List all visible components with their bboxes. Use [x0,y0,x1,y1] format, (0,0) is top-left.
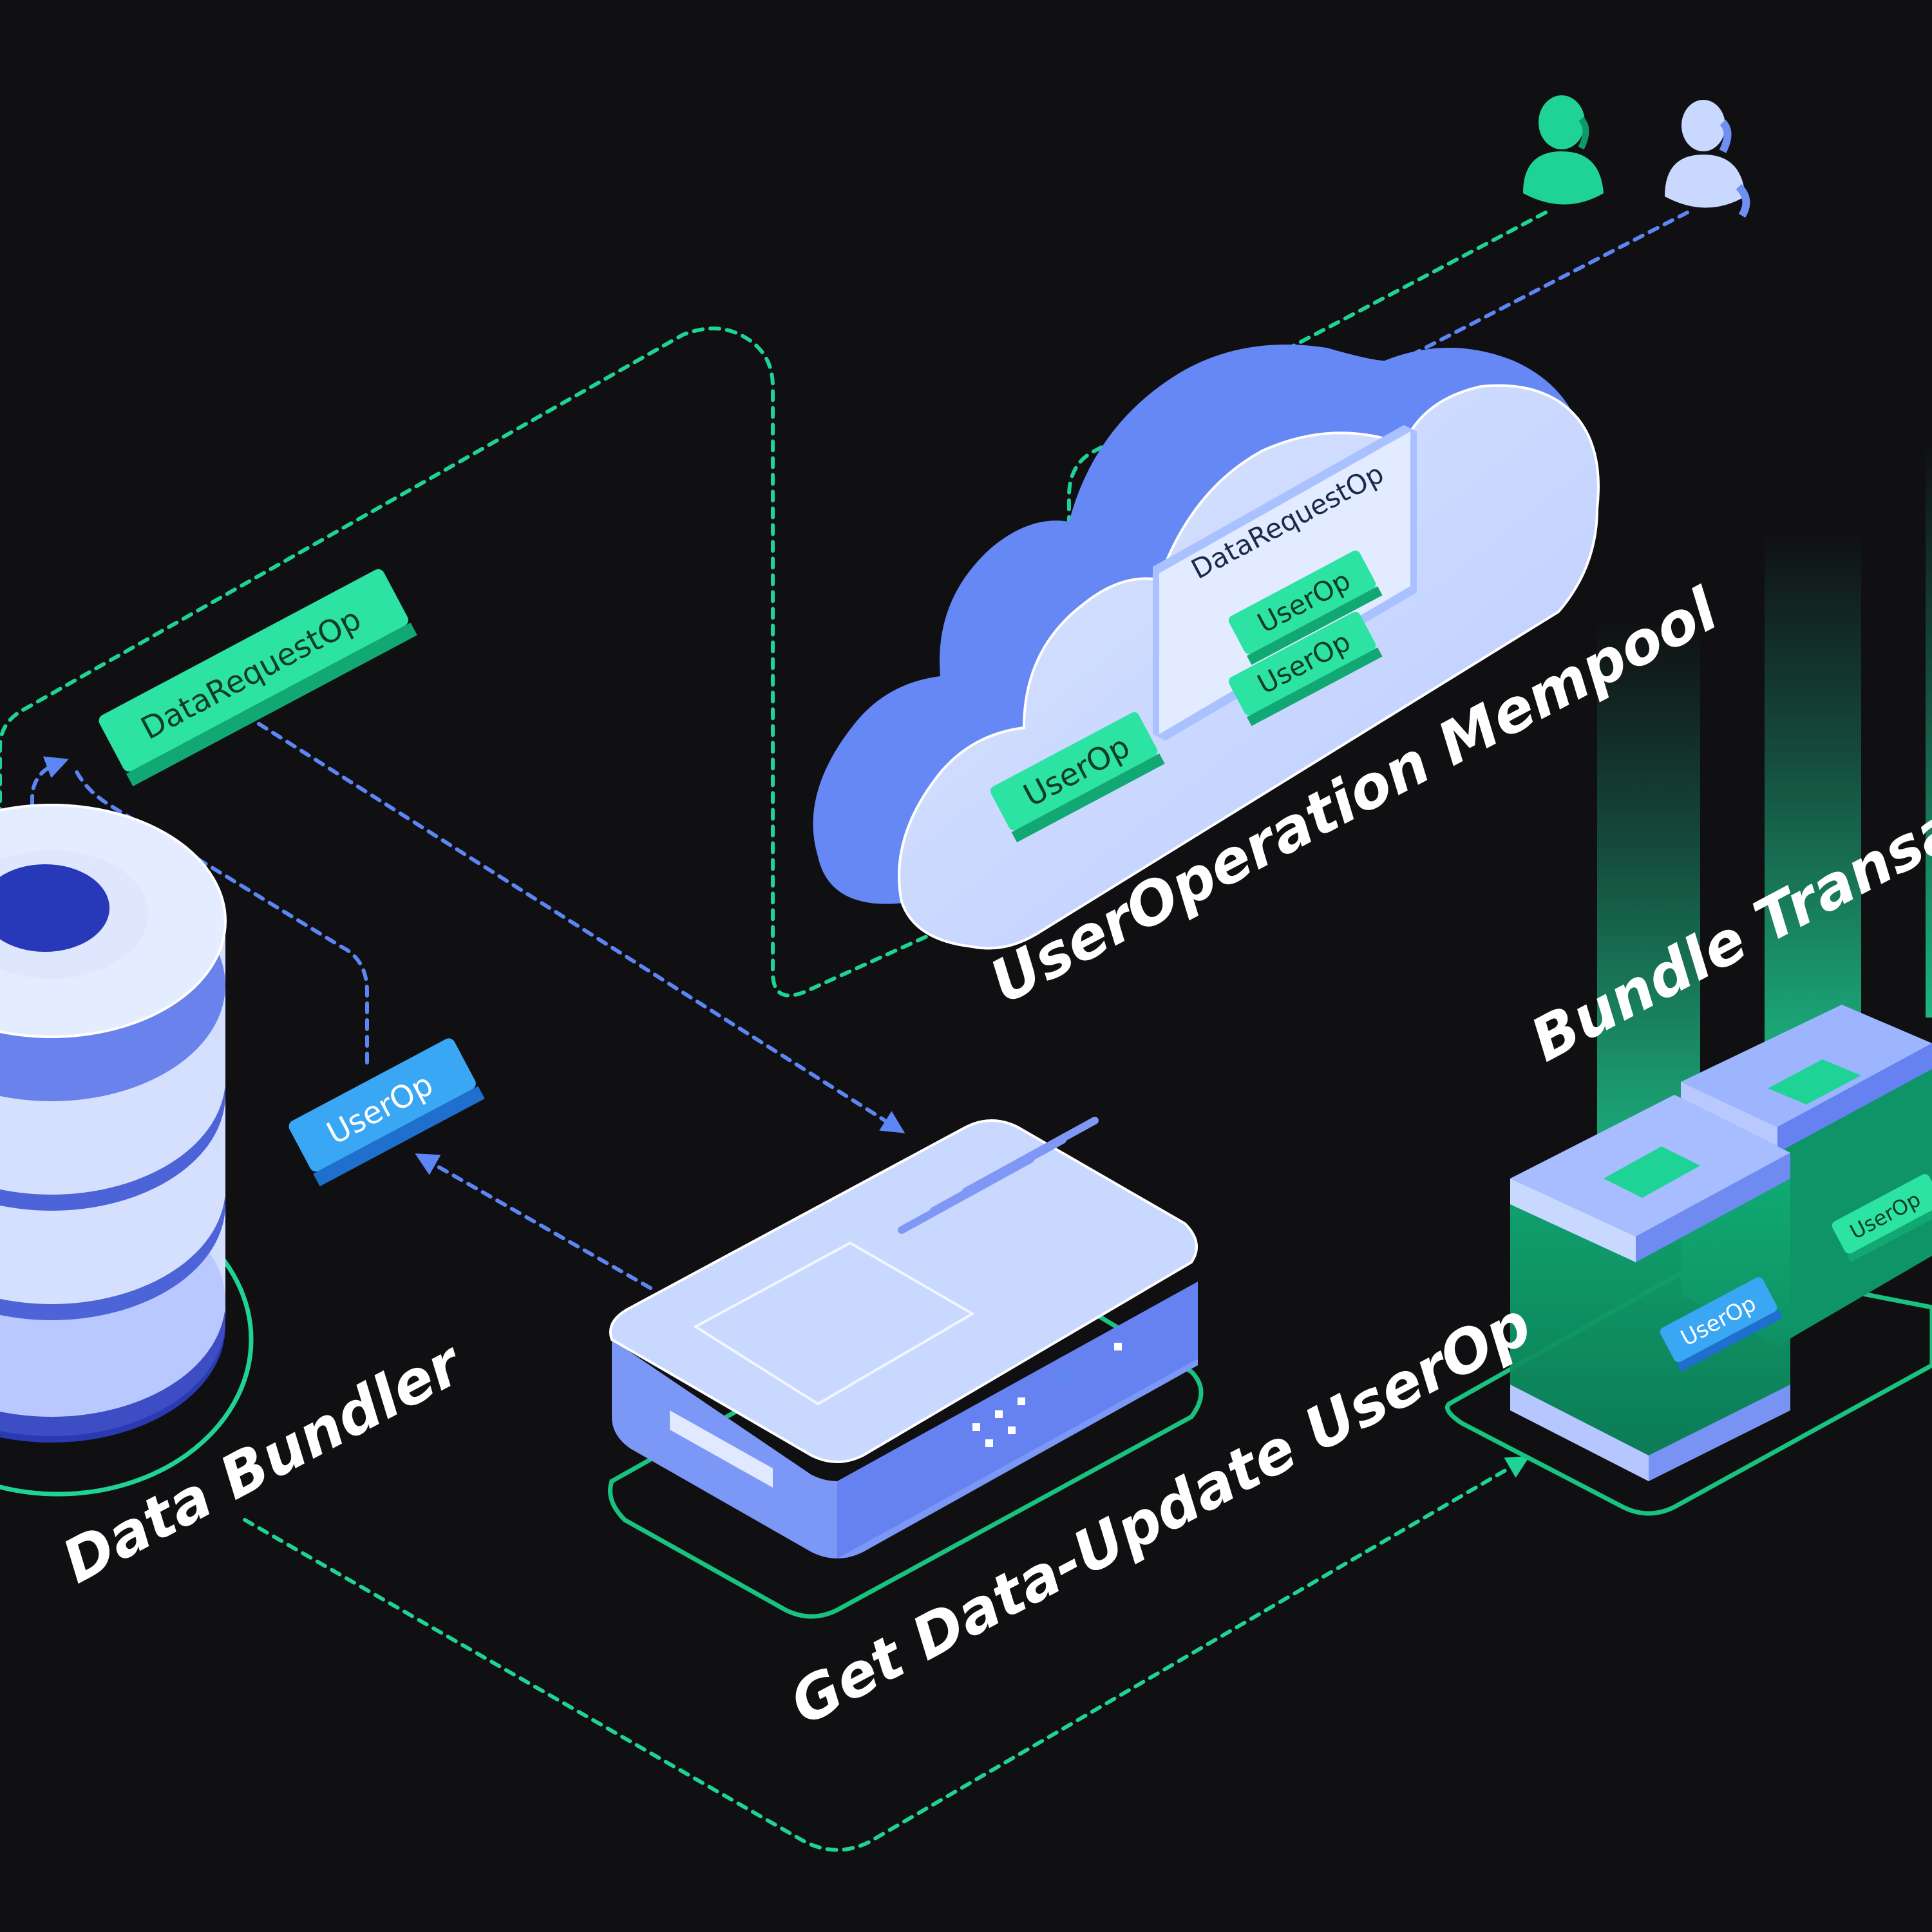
green-loop-path [0,327,949,998]
blue-tag-to-server [243,713,905,1133]
blue-server-to-userop [415,1153,652,1290]
cloud-userop-tag-bottom: UserOp [990,712,1165,842]
user-icon-blue [1665,100,1750,218]
block-icon [1445,1005,1932,1516]
user-icon-green [1523,95,1604,205]
server-icon [608,1117,1204,1619]
block-userop-tag-1: UserOp [1660,1277,1783,1372]
light-beams [1597,438,1932,1185]
data-request-tag: DataRequestOp [99,569,417,786]
database-icon [0,804,254,1497]
blue-userop-to-db [72,764,369,1065]
block-ground-outline [1445,1260,1932,1516]
userop-tag-blue: UserOp [289,1038,485,1187]
green-user-to-cloud [1057,211,1548,707]
green-bottom-loop [243,1455,1530,1852]
blue-db-to-tag [30,756,69,891]
